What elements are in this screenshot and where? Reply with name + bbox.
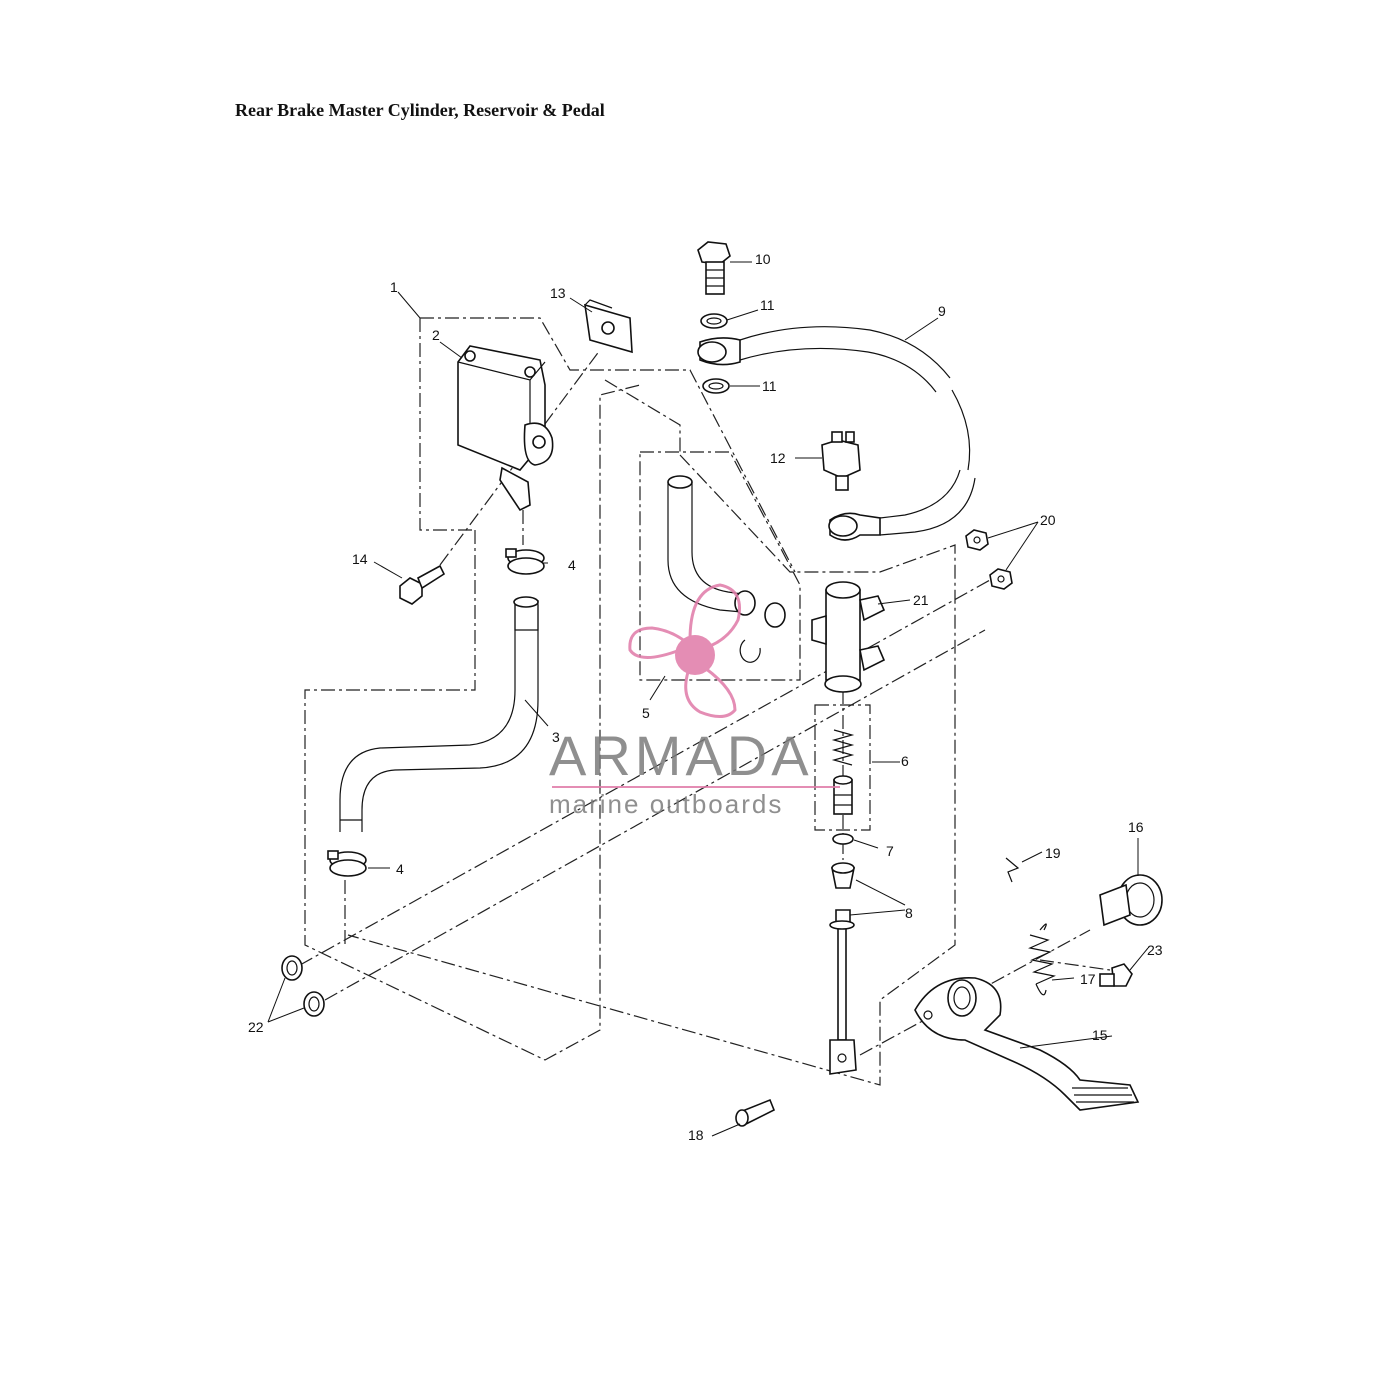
callout-1: 1	[390, 279, 398, 295]
callout-11-lower: 11	[762, 378, 777, 394]
banjo-bolt	[697, 241, 731, 295]
callout-11-upper: 11	[760, 297, 775, 313]
washer-22-lower	[303, 991, 325, 1017]
boot-retainer	[831, 862, 855, 923]
watermark-tagline: marine outboards	[549, 789, 783, 819]
clevis-pin	[735, 1098, 776, 1127]
callout-16: 16	[1128, 819, 1144, 835]
mounting-clip	[584, 299, 633, 354]
watermark-brand: ARMADA	[549, 724, 813, 787]
nut-lower	[989, 568, 1013, 590]
callout-15: 15	[1092, 1027, 1108, 1043]
washer-lower	[702, 378, 730, 394]
callout-9: 9	[938, 303, 946, 319]
return-spring	[1028, 923, 1056, 996]
callout-6: 6	[901, 753, 909, 769]
callout-18: 18	[688, 1127, 704, 1143]
callout-12: 12	[770, 450, 786, 466]
callout-20: 20	[1040, 512, 1056, 528]
hose-clamp-upper	[505, 548, 545, 575]
cotter-pin	[1005, 857, 1020, 883]
callout-21: 21	[913, 592, 929, 608]
callout-4-lower: 4	[396, 861, 404, 877]
callout-7: 7	[886, 843, 894, 859]
callout-2: 2	[432, 327, 440, 343]
assembly-outlines	[299, 317, 1111, 1086]
callout-5: 5	[642, 705, 650, 721]
callout-labels: 1 2 3 4 4 5 6 7 8 9 10 11 11 12 13 14 15…	[248, 251, 1163, 1143]
o-ring	[832, 833, 854, 845]
brake-hose	[697, 326, 976, 541]
armada-watermark: ARMADA marine outboards	[549, 583, 840, 819]
callout-22: 22	[248, 1019, 264, 1035]
diagram-title: Rear Brake Master Cylinder, Reservoir & …	[235, 100, 605, 120]
nut-upper	[965, 529, 989, 551]
callout-10: 10	[755, 251, 771, 267]
stop-bolt	[1099, 963, 1133, 987]
reservoir-bolt	[399, 564, 446, 605]
callout-8: 8	[905, 905, 913, 921]
callout-3: 3	[552, 729, 560, 745]
callout-14: 14	[352, 551, 368, 567]
reservoir-hose	[339, 596, 539, 832]
washer-22-upper	[281, 955, 303, 981]
callout-13: 13	[550, 285, 566, 301]
hose-clamp-lower	[327, 850, 367, 877]
callout-17: 17	[1080, 971, 1096, 987]
washer-upper	[700, 313, 728, 329]
master-cylinder	[811, 581, 886, 693]
piston-kit	[831, 729, 855, 815]
leader-lines	[267, 261, 1149, 1137]
callout-23: 23	[1147, 942, 1163, 958]
brake-pedal	[914, 977, 1140, 1111]
reservoir	[457, 345, 554, 512]
pivot-bolt	[1099, 874, 1163, 927]
callout-4-upper: 4	[568, 557, 576, 573]
propeller-icon	[628, 583, 741, 718]
push-rod	[829, 920, 857, 1075]
callout-19: 19	[1045, 845, 1061, 861]
brake-light-switch	[821, 431, 861, 491]
